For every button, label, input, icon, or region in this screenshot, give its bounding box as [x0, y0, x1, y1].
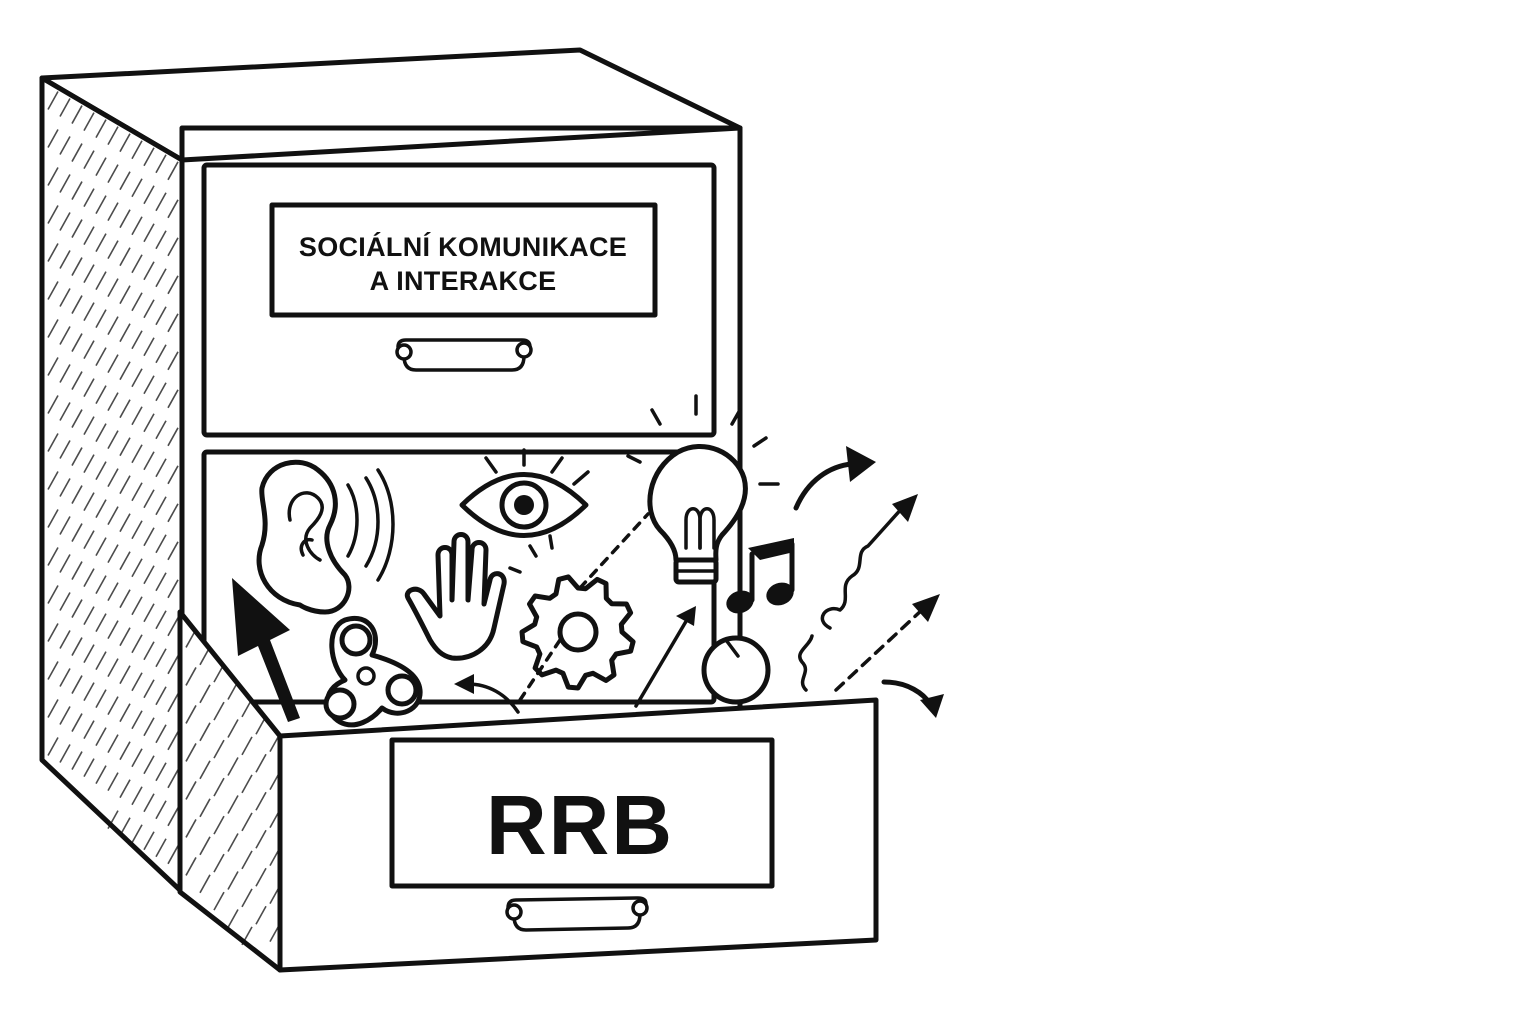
top-drawer-label-line2: A INTERAKCE — [370, 266, 557, 296]
top-drawer-label-frame — [269, 202, 658, 318]
cabinet-side — [39, 75, 185, 895]
pointer-arrow-icon — [232, 578, 300, 722]
hand-icon — [404, 532, 507, 661]
bottom-drawer-side — [177, 609, 283, 973]
eye-icon — [459, 448, 590, 538]
music-note-icon — [726, 538, 795, 614]
fidget-spinner-icon — [323, 615, 423, 728]
ear-icon — [256, 459, 395, 615]
arrow-icon — [454, 446, 944, 718]
bottom-drawer-label-frame — [389, 737, 775, 889]
bottom-drawer-label: RRB — [486, 778, 674, 872]
lightbulb-icon — [626, 394, 780, 585]
bottom-drawer[interactable]: RRB — [277, 697, 879, 973]
top-drawer-handle[interactable] — [395, 338, 533, 372]
spilling-icons — [232, 394, 944, 728]
top-drawer-label-line1: SOCIÁLNÍ KOMUNIKACE — [299, 231, 627, 262]
gear-icon — [519, 574, 636, 691]
top-drawer[interactable]: SOCIÁLNÍ KOMUNIKACE A INTERAKCE — [201, 162, 717, 438]
gear-sparks — [508, 534, 554, 574]
ball-icon — [701, 635, 771, 705]
bottom-drawer-handle[interactable] — [505, 896, 649, 932]
